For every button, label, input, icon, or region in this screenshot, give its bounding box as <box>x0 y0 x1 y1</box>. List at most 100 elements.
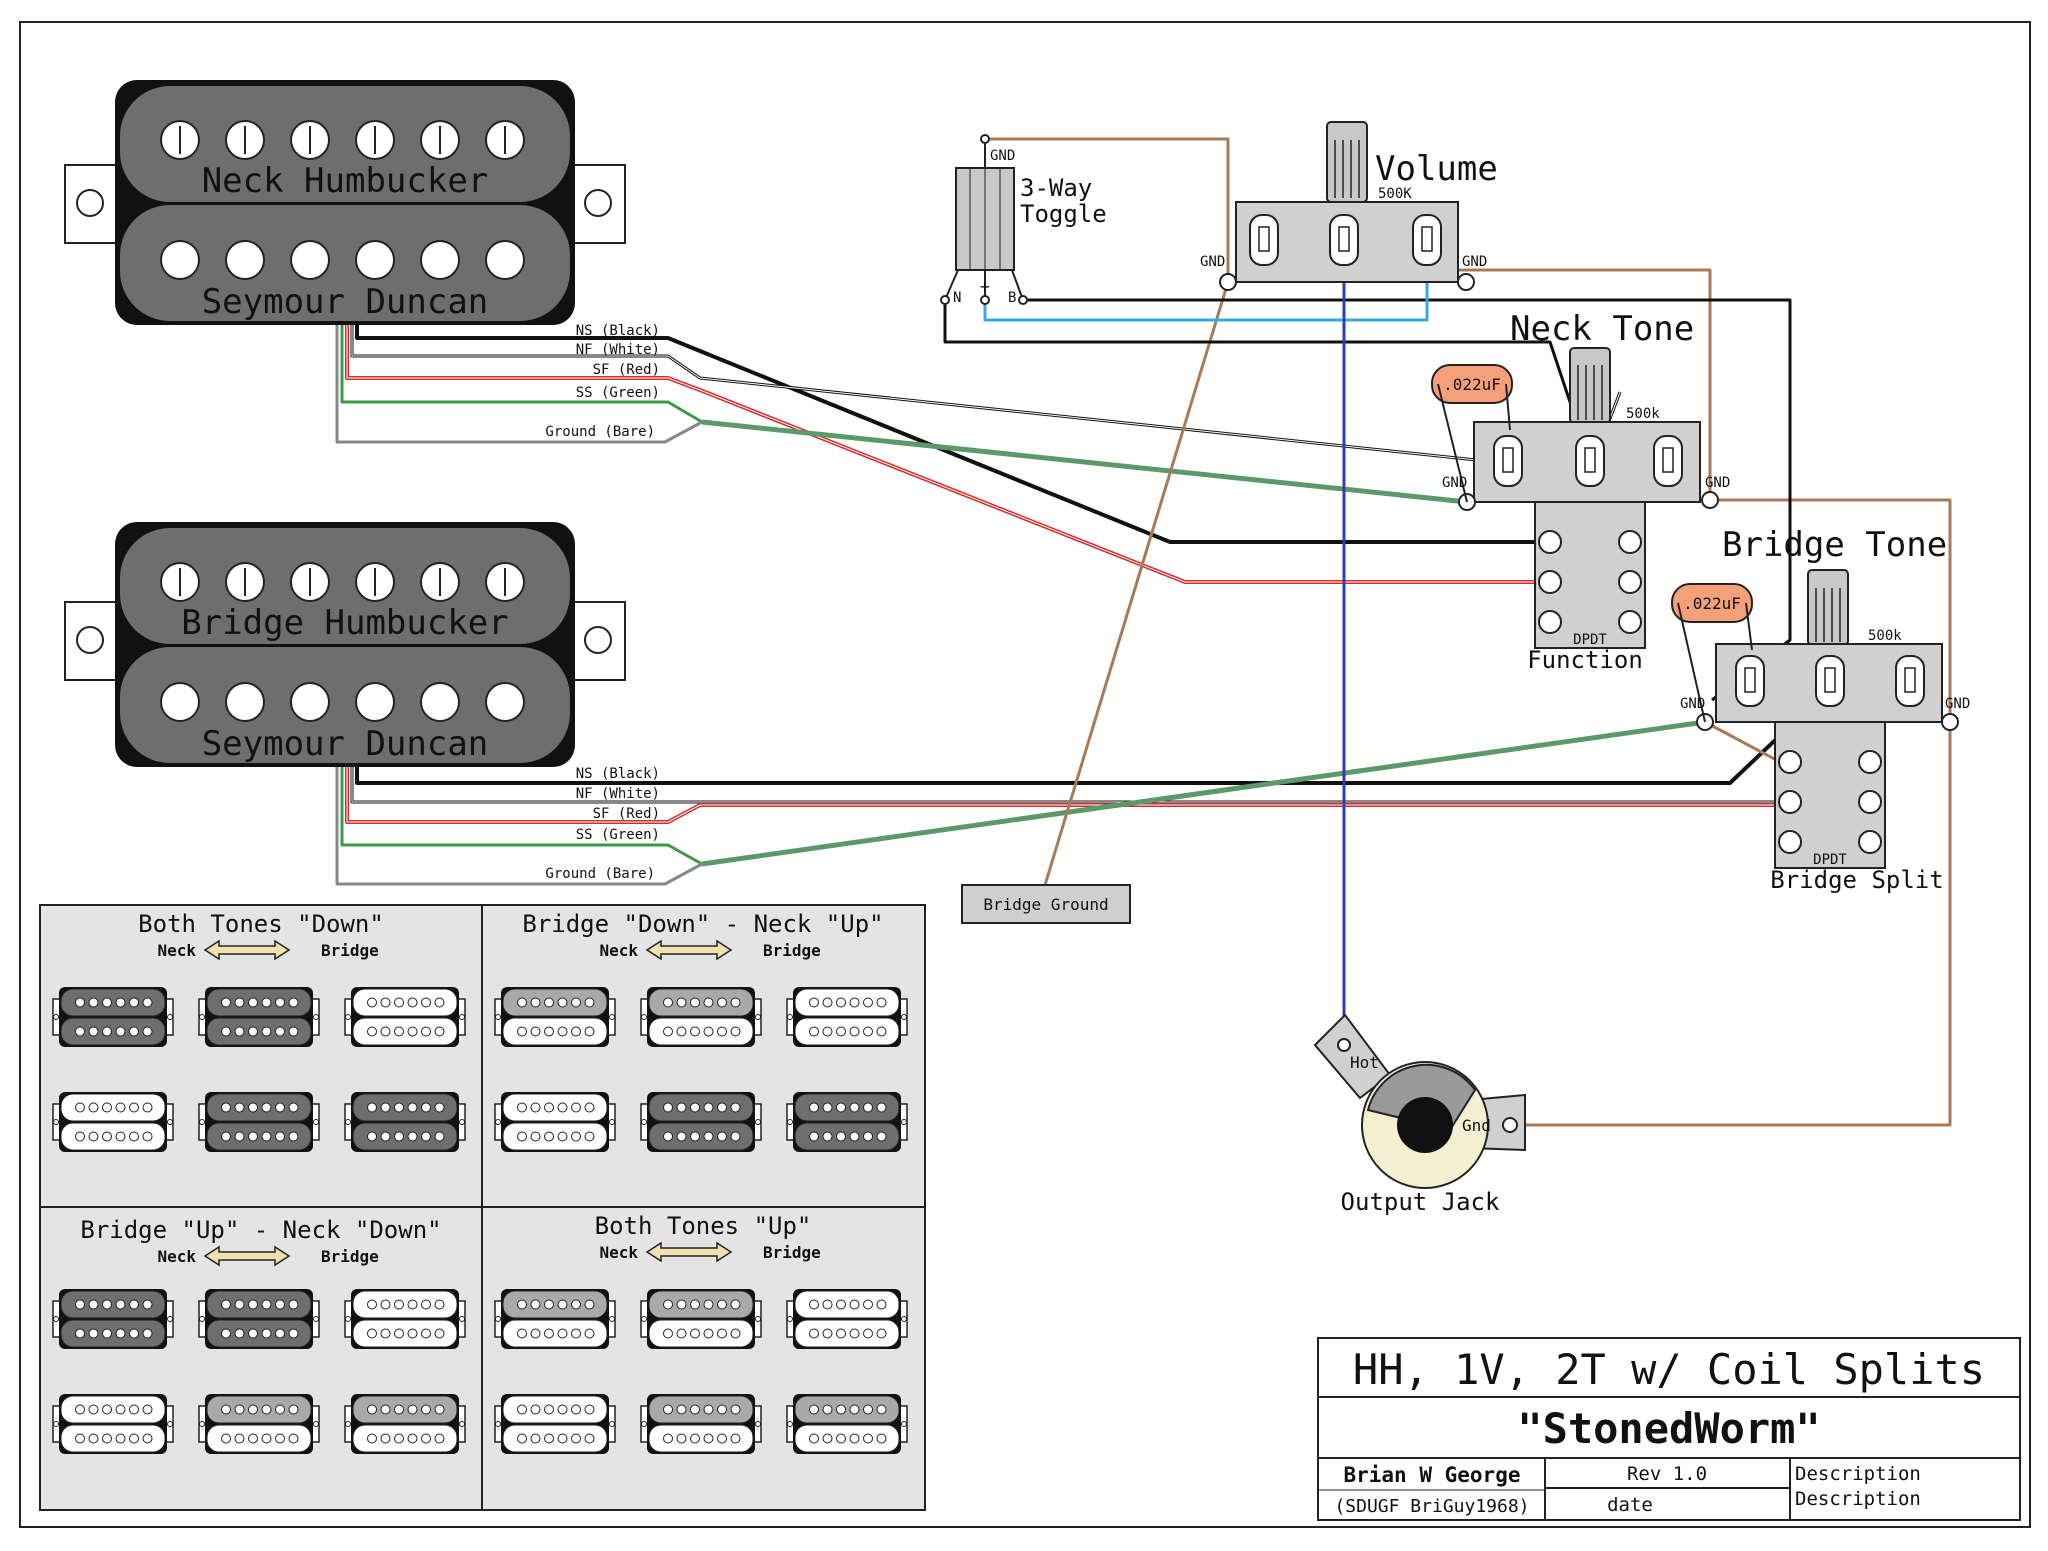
volume-pot: Volume 500K GND GND <box>1200 121 1498 291</box>
mini-pole <box>142 1404 153 1415</box>
mini-screw <box>459 1316 465 1322</box>
mini-pole <box>275 1433 285 1444</box>
mini-pole <box>102 1404 112 1415</box>
mini-pole <box>571 1131 581 1142</box>
mini-screw <box>199 1014 205 1020</box>
neck-pickup-name: Neck Humbucker <box>202 161 489 201</box>
volume-shaft <box>1326 121 1368 203</box>
mini-pole <box>380 1404 391 1415</box>
mini-pole <box>809 1433 819 1444</box>
mini-pole <box>129 1404 139 1415</box>
mini-screw <box>901 1421 907 1427</box>
mini-pole <box>809 1328 819 1339</box>
pole-piece <box>160 682 200 722</box>
legend-panel-title: Both Tones "Up" <box>595 1212 812 1240</box>
bridge-tone-shaft <box>1807 569 1849 646</box>
mini-pole <box>730 1433 741 1444</box>
mini-humbucker <box>344 1092 466 1152</box>
mini-screw <box>901 1014 907 1020</box>
mini-humbucker <box>52 1092 174 1152</box>
mini-pole <box>676 1328 687 1339</box>
mini-pole <box>88 1102 99 1113</box>
mini-pole <box>849 1404 860 1415</box>
neck-tone-gnd-right-lug <box>1701 491 1719 509</box>
mini-pole <box>849 1299 860 1310</box>
bridge-ground-box: Bridge Ground <box>961 884 1131 924</box>
mini-pole <box>288 1433 299 1444</box>
mini-screw <box>167 1316 173 1322</box>
mini-pole <box>557 1433 568 1444</box>
mini-pole <box>876 997 887 1008</box>
mini-pole <box>663 997 673 1008</box>
legend-neck-label: Neck <box>157 941 196 960</box>
mini-coil-top <box>648 1395 754 1424</box>
legend-neck-label: Neck <box>599 941 638 960</box>
mini-pole <box>75 1026 85 1037</box>
mini-humbucker <box>640 987 762 1047</box>
mini-coil-top <box>206 988 312 1017</box>
mini-pole <box>690 1131 700 1142</box>
mini-humbucker <box>786 1289 908 1349</box>
mini-pole <box>288 1131 299 1142</box>
neck-pole-pieces-top <box>160 120 525 160</box>
mini-pole <box>571 1102 581 1113</box>
bridge-tone-lugs <box>1735 655 1925 707</box>
mini-pole <box>809 1102 819 1113</box>
mini-pole <box>88 997 99 1008</box>
pole-piece <box>290 682 330 722</box>
mini-coil-bottom <box>206 1424 312 1453</box>
mini-pole <box>530 1404 541 1415</box>
mini-coil-bottom <box>206 1017 312 1046</box>
mini-pole <box>129 1299 139 1310</box>
mini-screw <box>787 1119 793 1125</box>
mini-humbucker <box>640 1092 762 1152</box>
mini-humbucker <box>52 1289 174 1349</box>
mini-pole <box>367 1404 377 1415</box>
mini-coil-bottom <box>60 1017 166 1046</box>
neck-lead-labels: NS (Black) NF (White) SF (Red) SS (Green… <box>545 323 660 440</box>
mini-pole <box>730 1131 741 1142</box>
mini-pole <box>142 1299 153 1310</box>
mini-pole <box>544 997 554 1008</box>
mini-pole <box>717 1433 727 1444</box>
mini-pole <box>129 1131 139 1142</box>
mini-screw <box>53 1316 59 1322</box>
mini-pole <box>88 1131 99 1142</box>
mini-coil-top <box>794 1290 900 1319</box>
bridge-ground-wire <box>335 767 703 886</box>
switch-lug <box>1778 830 1802 854</box>
mini-pole <box>517 1102 527 1113</box>
mini-screw <box>53 1119 59 1125</box>
mini-pole <box>275 1299 285 1310</box>
mini-pole <box>557 1026 568 1037</box>
bridge-pole-pieces-top <box>160 562 525 602</box>
mini-pole <box>248 1404 258 1415</box>
mini-pole <box>394 1404 404 1415</box>
mini-pole <box>836 1299 846 1310</box>
mini-screw <box>755 1316 761 1322</box>
jack-label: Output Jack <box>1341 1188 1500 1216</box>
function-switch-lugs <box>1538 530 1642 634</box>
mini-pole <box>142 1026 153 1037</box>
mini-coil-bottom <box>60 1122 166 1151</box>
bridge-split-switch-label: Bridge Split <box>1770 866 1943 894</box>
mini-coil-bottom <box>502 1017 608 1046</box>
bridge-split-switch-type: DPDT <box>1813 852 1847 868</box>
neck-tone-knurl <box>1577 365 1603 420</box>
volume-label: Volume <box>1375 149 1498 189</box>
mini-pole <box>88 1328 99 1339</box>
mini-pole <box>584 1404 595 1415</box>
neck-pickup-brand: Seymour Duncan <box>202 282 489 322</box>
mini-coil-bottom <box>794 1424 900 1453</box>
mini-pole <box>367 1433 377 1444</box>
mini-coil-top <box>60 988 166 1017</box>
mini-pole <box>730 1102 741 1113</box>
mini-pole <box>717 1131 727 1142</box>
mini-coil-top <box>60 1093 166 1122</box>
bridge-tone-ground-jumper <box>1704 720 1781 764</box>
mini-coil-top <box>352 1395 458 1424</box>
pole-piece <box>225 240 265 280</box>
neck-ss-green-wire <box>340 325 703 424</box>
mini-pole <box>836 1328 846 1339</box>
